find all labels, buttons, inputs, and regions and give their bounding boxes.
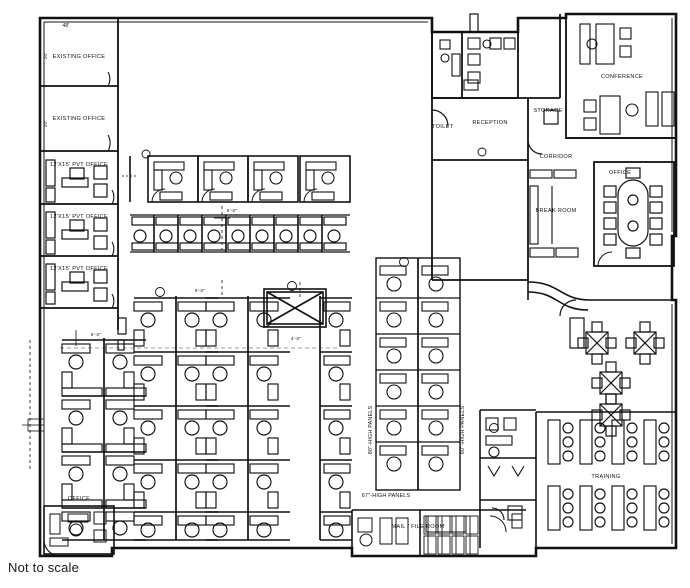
breakroom-counters	[529, 169, 579, 258]
panel-cluster	[375, 257, 461, 491]
shell-inner-hatch	[43, 18, 673, 552]
workstation-farm	[61, 296, 352, 541]
annotation: 80"-HIGH PANELS	[368, 406, 374, 455]
room-label: STORAGE	[533, 108, 562, 114]
room-label: EXISTING OFFICE	[53, 54, 106, 60]
conference-room	[565, 13, 677, 139]
core-block	[431, 14, 561, 281]
dimension-label: 20'	[43, 121, 48, 128]
board-room-door	[597, 251, 613, 267]
left-office-furniture	[45, 159, 108, 305]
room-label: EXISTING OFFICE	[53, 116, 106, 122]
dimension-label: 6'-0"	[195, 288, 205, 293]
dimension-label: 20'	[43, 53, 48, 60]
room-label: BREAK ROOM	[536, 208, 577, 214]
upper-office-doors	[151, 188, 318, 203]
corner-office-furniture	[49, 511, 107, 547]
oval-table-icon	[603, 167, 663, 259]
dimension-label: 6'-0"	[227, 208, 237, 213]
pod-col-4	[319, 296, 352, 541]
room-label: OFFICE	[68, 496, 90, 502]
dimension-label: 6'-0"	[91, 332, 101, 337]
star-pod	[625, 321, 665, 365]
support-rooms	[479, 409, 536, 548]
pod-col-3	[205, 296, 290, 541]
dimension-label: 48'	[62, 23, 69, 29]
plan-annotations: 80"-HIGH PANELS 80"-HIGH PANELS 67"-HIGH…	[43, 23, 466, 499]
room-label: CONFERENCE	[601, 74, 643, 80]
room-labels: EXISTING OFFICE EXISTING OFFICE 12'X15' …	[50, 54, 643, 530]
cube-row-upper	[130, 214, 350, 253]
room-label: MAIL / FILE ROOM	[391, 524, 444, 530]
room-label: CORRIDOR	[540, 154, 573, 160]
board-room	[593, 161, 675, 267]
conference-furniture	[579, 23, 675, 135]
mail-room	[351, 509, 526, 556]
mail-room-furniture	[357, 513, 523, 555]
room-label: 12'X15' PVT OFFICE	[50, 266, 108, 272]
training-room	[535, 411, 676, 548]
corner-office	[43, 505, 115, 555]
upper-office-row	[129, 155, 351, 203]
curved-walls	[527, 280, 672, 311]
star-pod	[591, 393, 631, 437]
training-tables	[547, 419, 670, 531]
room-label: RECEPTION	[472, 120, 507, 126]
cluster-pods	[569, 317, 665, 437]
restroom-fixtures	[439, 37, 516, 91]
left-office-stack	[40, 18, 119, 330]
upper-office-desks	[153, 161, 337, 201]
dimension-label: 4'-0"	[291, 336, 301, 341]
pod-col-1	[61, 338, 147, 541]
reference-bubbles	[141, 147, 499, 433]
star-pod	[577, 321, 617, 365]
room-label: TRAINING	[591, 474, 620, 480]
support-room-furniture	[485, 417, 525, 521]
annotation: 80"-HIGH PANELS	[460, 406, 466, 455]
room-label: 12'X15' PVT OFFICE	[50, 162, 108, 168]
edge-details	[117, 13, 577, 351]
scale-caption: Not to scale	[8, 560, 80, 575]
room-label: 12'X15' PVT OFFICE	[50, 214, 108, 220]
room-label: OFFICE	[609, 170, 631, 176]
room-label: TOILET	[432, 124, 454, 130]
annotation: 67"-HIGH PANELS	[362, 493, 411, 499]
